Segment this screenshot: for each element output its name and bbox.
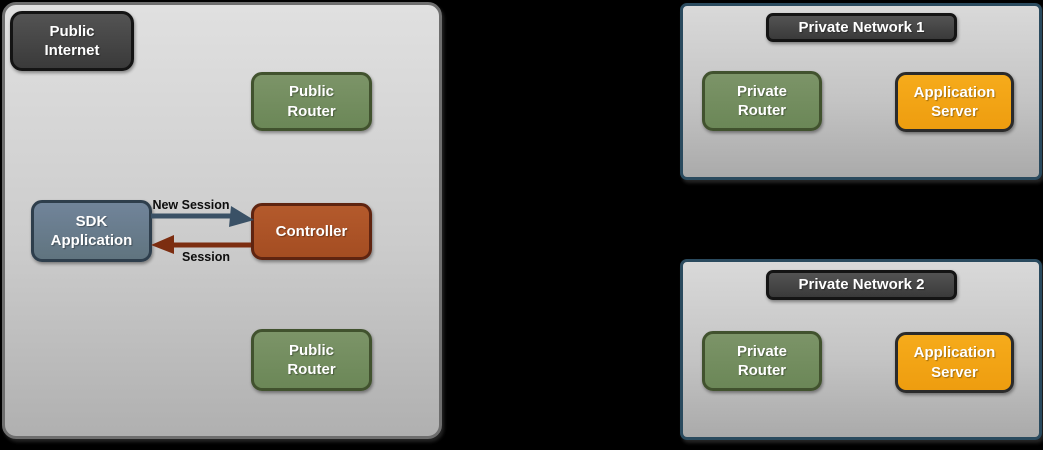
public-router-bottom-node: Public Router <box>251 329 372 391</box>
public-router-top-node: Public Router <box>251 72 372 131</box>
private-network-2-title: Private Network 2 <box>766 270 957 300</box>
private-network-2-server-node: Application Server <box>895 332 1014 393</box>
sdk-application-node: SDK Application <box>31 200 152 262</box>
private-network-1-title: Private Network 1 <box>766 13 957 42</box>
private-network-1-server-node: Application Server <box>895 72 1014 132</box>
private-network-1-router-node: Private Router <box>702 71 822 131</box>
private-network-2-router-node: Private Router <box>702 331 822 391</box>
public-internet-badge: Public Internet <box>10 11 134 71</box>
controller-node: Controller <box>251 203 372 260</box>
